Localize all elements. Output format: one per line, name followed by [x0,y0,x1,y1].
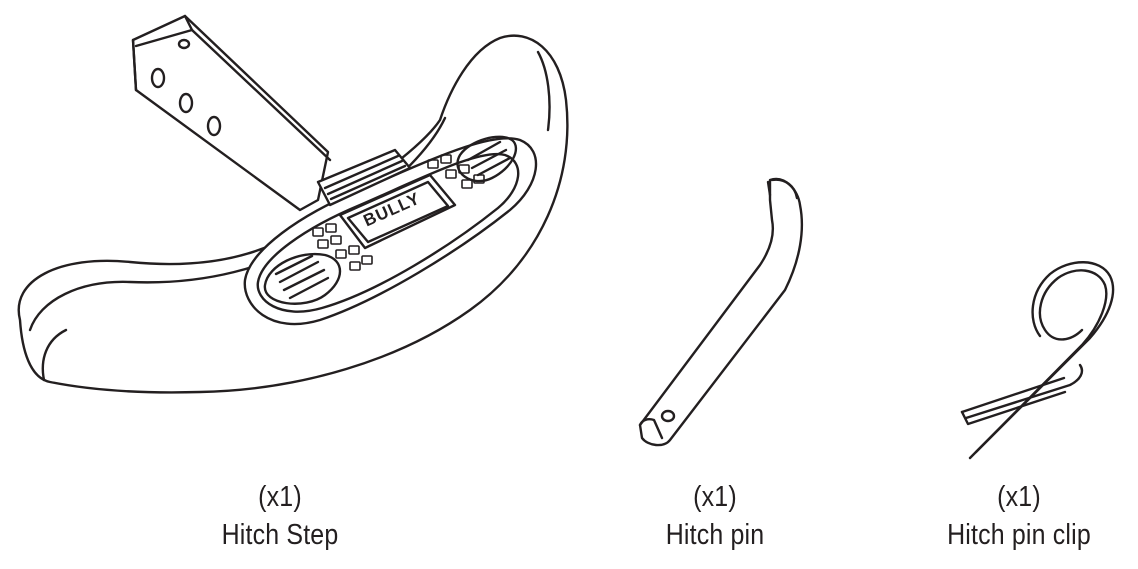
hitch-pin-clip-name: Hitch pin clip [947,519,1091,551]
hitch-pin-caption: (x1) Hitch pin [616,478,814,554]
hitch-pin-illustration [638,177,803,447]
hitch-pin-clip-illustration [960,261,1115,460]
hitch-step-illustration [17,14,569,394]
hitch-pin-clip-caption: (x1) Hitch pin clip [917,478,1122,554]
hitch-step-name: Hitch Step [221,519,339,551]
hitch-pin-clip-quantity: (x1) [997,481,1041,513]
hitch-pin-clip-item: (x1) Hitch pin clip [900,0,1138,569]
hitch-pin-item: (x1) Hitch pin [600,0,830,569]
hitch-step-item: BULLY (x1) Hitch Step [0,0,569,569]
hitch-step-quantity: (x1) [258,481,302,513]
hitch-pin-name: Hitch pin [665,519,765,551]
hitch-pin-quantity: (x1) [693,481,737,513]
hitch-step-caption: (x1) Hitch Step [39,478,521,554]
